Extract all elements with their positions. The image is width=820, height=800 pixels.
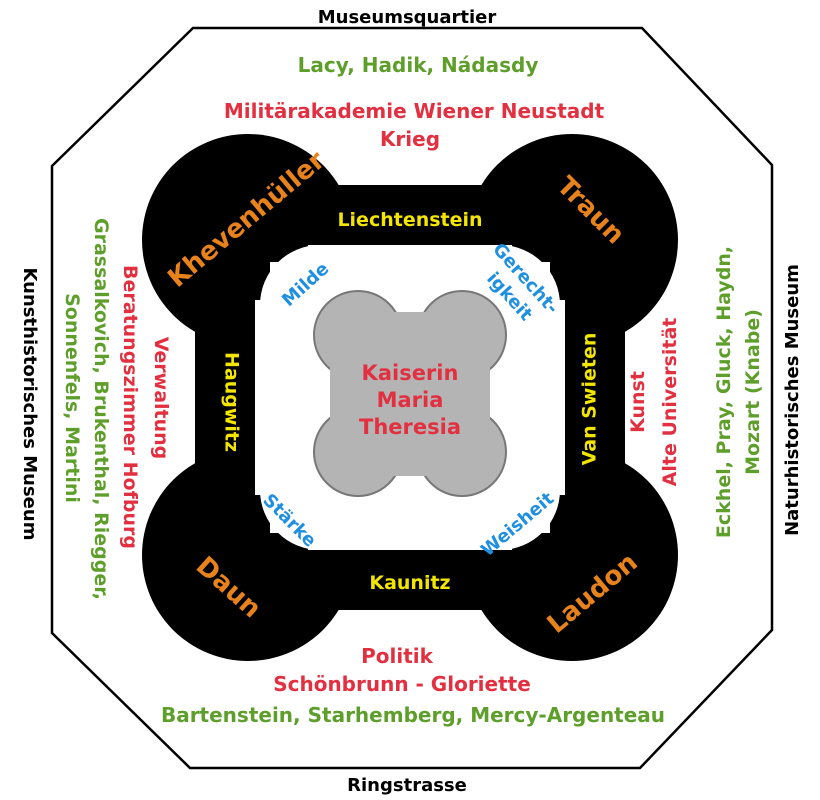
grey-center-v xyxy=(365,312,455,476)
right-persons-line2: Mozart (Knabe) xyxy=(742,309,764,475)
left-persons-line1: Grassalkovich, Brukenthal, Riegger, xyxy=(90,218,112,600)
top-persons: Lacy, Hadik, Nádasdy xyxy=(298,53,539,77)
left-theme-line2: Beratungszimmer Hofburg xyxy=(119,265,141,549)
right-theme-line2: Alte Universität xyxy=(659,318,681,487)
advisor-left: Haugwitz xyxy=(221,352,243,452)
top-theme-line2: Krieg xyxy=(380,127,440,151)
street-bottom-label: Ringstrasse xyxy=(347,775,467,796)
center-line3: Theresia xyxy=(359,415,461,439)
street-left-label: Kunsthistorisches Museum xyxy=(19,268,40,541)
center-line1: Kaiserin xyxy=(362,361,459,385)
top-theme-line1: Militärakademie Wiener Neustadt xyxy=(224,99,605,123)
left-theme-line1: Verwaltung xyxy=(150,337,172,460)
street-right-label: Naturhistorisches Museum xyxy=(782,264,803,536)
street-top-label: Museumsquartier xyxy=(318,7,497,28)
right-theme-line1: Kunst xyxy=(627,371,649,433)
advisor-bottom: Kaunitz xyxy=(369,572,450,594)
bottom-persons: Bartenstein, Starhemberg, Mercy-Argentea… xyxy=(161,703,665,727)
right-persons-line1: Eckhel, Pray, Gluck, Haydn, xyxy=(713,246,735,538)
advisor-right: Van Swieten xyxy=(579,333,601,466)
advisor-top: Liechtenstein xyxy=(337,209,482,231)
center-line2: Maria xyxy=(377,388,444,412)
bottom-theme-line2: Schönbrunn - Gloriette xyxy=(273,672,531,696)
bottom-theme-line1: Politik xyxy=(361,644,434,668)
left-persons-line2: Sonnenfels, Martini xyxy=(61,293,83,503)
